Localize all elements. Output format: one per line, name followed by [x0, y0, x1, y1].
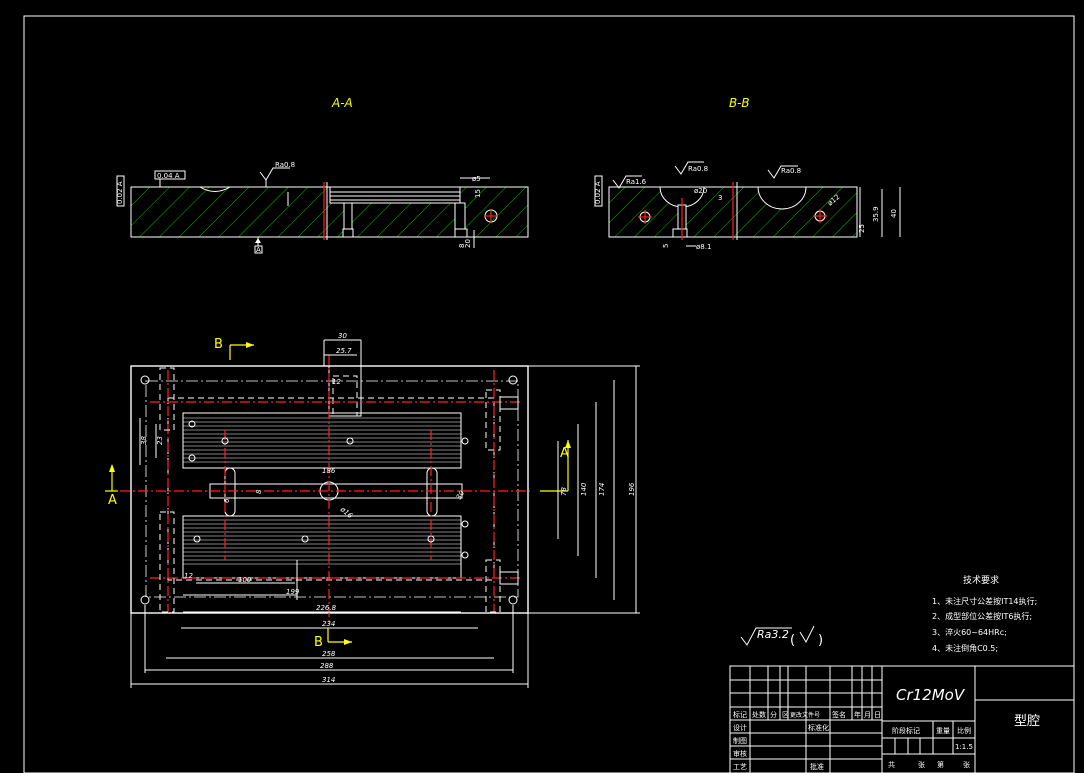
tb-sheets: 张	[918, 760, 925, 769]
tb-change-doc: 更改文件号	[790, 711, 820, 719]
tb-page: 第	[937, 760, 944, 769]
bb-dim40: 40	[890, 209, 898, 218]
dim-dia16: ø16	[338, 505, 354, 521]
roughness-value: Ra3.2	[757, 628, 789, 641]
dim-140: 140	[580, 482, 588, 496]
tb-standardize: 标准化	[808, 723, 829, 732]
roughness-paren-close: )	[818, 633, 823, 648]
dim-226: 226.8	[316, 604, 337, 612]
tech-requirements: 技术要求 1、未注尺寸公差按IT14执行; 2、成型部位公差按IT6执行; 3、…	[932, 574, 1037, 653]
bb-dim3: 3	[718, 194, 722, 202]
tb-scale-value: 1:1.5	[955, 743, 973, 751]
dim-199: 199	[286, 588, 300, 596]
dim-30-top: 30	[338, 332, 347, 340]
svg-text:0.02 A: 0.02 A	[116, 181, 124, 204]
dim-25-7: 25.7	[336, 347, 352, 355]
tb-scale-label: 比例	[957, 726, 971, 735]
aa-dim15: 15	[474, 189, 482, 198]
tb-count: 处数	[752, 710, 766, 719]
tech-title: 技术要求	[963, 574, 999, 586]
tb-material: Cr12MoV	[896, 686, 966, 704]
tb-sign: 签名	[832, 710, 846, 719]
tb-zone: 区	[782, 711, 789, 719]
tb-weight: 重量	[936, 727, 950, 735]
bb-dia8: ø8.1	[696, 243, 711, 251]
cut-a-right: A	[560, 446, 569, 461]
tb-process: 工艺	[733, 763, 747, 771]
tb-design: 设计	[733, 723, 747, 732]
section-aa-view: 0.02 A 0.04 A Ra0.8 ø5 15 20 8 A	[116, 161, 529, 254]
aa-datum: A	[256, 246, 261, 254]
tech-item-3: 3、淬火60~64HRc;	[932, 627, 1007, 637]
bb-roughness-2: Ra0.8	[688, 165, 708, 173]
bb-dim35: 35.9	[872, 206, 880, 222]
aa-roughness: Ra0.8	[275, 161, 295, 169]
tb-month: 月	[864, 711, 871, 719]
tb-total: 共	[888, 760, 895, 769]
tb-page-sheets: 张	[963, 760, 970, 769]
cut-b-bottom: B	[314, 635, 323, 650]
section-aa-title: A-A	[331, 96, 353, 110]
dim-234: 234	[322, 620, 335, 628]
bb-roughness-3: Ra0.8	[781, 167, 801, 175]
bb-dim5: 5	[662, 244, 670, 248]
tb-drawing: 制图	[733, 736, 747, 745]
tech-item-4: 4、未注倒角C0.5;	[932, 643, 998, 653]
dim-314: 314	[322, 676, 335, 684]
dim-196: 196	[628, 482, 636, 496]
cut-b-top: B	[214, 337, 223, 352]
dim-174: 174	[598, 483, 606, 496]
tb-year: 年	[854, 710, 861, 719]
dim-12-top: 12	[332, 378, 341, 386]
tb-div: 分	[770, 710, 777, 719]
plan-view: A A B B 30 25.7 12 38 23 186 8 6 30 ø16 …	[105, 332, 640, 688]
aa-dim20: 20	[464, 239, 472, 248]
bb-dim25: 25	[858, 224, 866, 233]
tb-check: 审核	[733, 749, 747, 758]
tb-day: 日	[874, 711, 881, 719]
tb-stage: 阶段标记	[892, 726, 920, 735]
section-bb-title: B-B	[729, 96, 750, 110]
dim-186: 186	[322, 467, 336, 475]
tb-approve: 批准	[810, 762, 824, 771]
aa-dim8: 8	[458, 244, 466, 248]
dim-78: 78	[560, 487, 568, 496]
dim-6: 6	[223, 498, 231, 503]
roughness-paren-open: (	[790, 633, 795, 648]
general-roughness: Ra3.2 ( )	[740, 625, 823, 648]
dim-288: 288	[320, 662, 334, 670]
title-block: 标记 处数 分 区 更改文件号 签名 年 月 日 设计 制图 审核 工艺 标准化…	[729, 665, 1075, 773]
dim-30-right: 30	[455, 489, 467, 501]
bb-tolerance: 0.02 A	[594, 181, 602, 204]
dim-258: 258	[322, 650, 336, 658]
bb-dia20: ø20	[694, 187, 707, 195]
tb-part-name: 型腔	[1014, 714, 1040, 729]
aa-dia5: ø5	[472, 175, 481, 183]
tech-item-2: 2、成型部位公差按IT6执行;	[932, 611, 1032, 621]
aa-tolerance: 0.04 A	[157, 172, 180, 180]
tech-item-1: 1、未注尺寸公差按IT14执行;	[932, 596, 1037, 606]
dim-38: 38	[140, 436, 148, 445]
bb-roughness-1: Ra1.6	[626, 178, 647, 186]
dim-8: 8	[255, 489, 263, 494]
dim-12-bot: 12	[184, 572, 193, 580]
dim-23: 23	[156, 436, 164, 445]
tb-mark: 标记	[733, 710, 747, 719]
section-bb-view: 0.02 A Ra1.6 Ra0.8 Ra0.8 ø20 3 ø12 5 ø8.…	[594, 161, 901, 251]
cut-a-left: A	[108, 493, 117, 508]
dim-100: 100	[238, 576, 252, 584]
drawing-frame	[23, 15, 1075, 773]
